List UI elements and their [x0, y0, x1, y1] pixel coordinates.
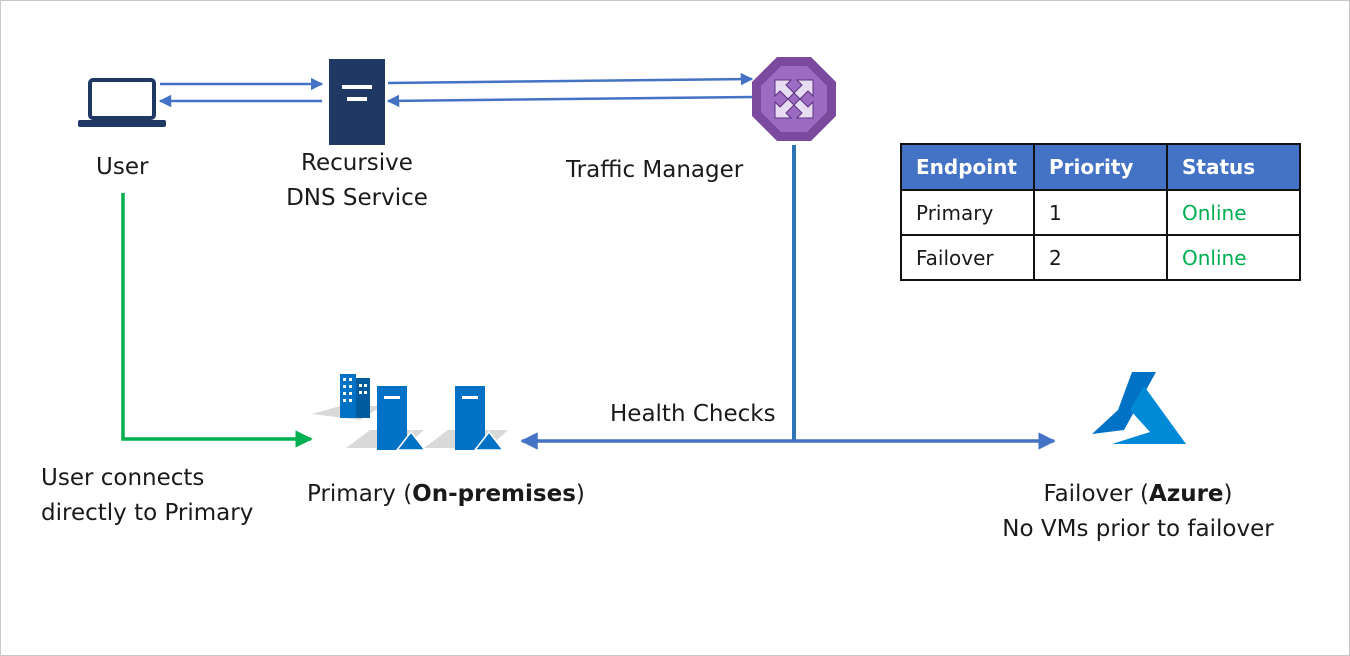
- dns-label-line2: DNS Service: [286, 185, 428, 211]
- priority-cell: 1: [1033, 189, 1168, 236]
- primary-label-prefix: Primary (: [307, 481, 413, 507]
- header-endpoint: Endpoint: [900, 143, 1035, 191]
- failover-note: No VMs prior to failover: [1002, 516, 1274, 542]
- dns-label: Recursive DNS Service: [280, 146, 434, 216]
- status-cell: Online: [1166, 189, 1301, 236]
- header-status: Status: [1166, 143, 1301, 191]
- priority-cell: 2: [1033, 234, 1168, 281]
- table-row: Failover 2 Online: [900, 234, 1301, 281]
- traffic-manager-icon: [752, 57, 836, 141]
- server-icon: [329, 59, 385, 145]
- user-to-primary-path: [121, 193, 313, 448]
- header-priority: Priority: [1033, 143, 1168, 191]
- tm-to-dns-arrow: [386, 94, 753, 108]
- traffic-manager-label: Traffic Manager: [566, 157, 744, 183]
- primary-label-suffix: ): [575, 481, 585, 507]
- table-row: Primary 1 Online: [900, 189, 1301, 236]
- laptop-icon: [78, 78, 166, 127]
- status-cell: Online: [1166, 234, 1301, 281]
- user-connects-line1: User connects: [41, 465, 205, 491]
- endpoint-table: Endpoint Priority Status Primary 1 Onlin…: [900, 143, 1301, 281]
- table-header-row: Endpoint Priority Status: [900, 143, 1301, 191]
- failover-label-prefix: Failover (: [1043, 481, 1150, 507]
- failover-label-suffix: ): [1223, 481, 1233, 507]
- user-connects-line2: directly to Primary: [41, 500, 254, 526]
- primary-label-bold: On-premises: [412, 481, 576, 507]
- health-checks-label: Health Checks: [610, 401, 776, 427]
- dns-to-tm-arrow: [387, 72, 754, 86]
- user-connects-label: User connects directly to Primary: [41, 461, 253, 531]
- failover-label-line1: Failover (Azure): [990, 477, 1286, 512]
- endpoint-cell: Primary: [900, 189, 1035, 236]
- user-label: User: [96, 154, 149, 180]
- failover-label-bold: Azure: [1149, 481, 1224, 507]
- dns-label-line1: Recursive: [301, 150, 413, 176]
- primary-label: Primary (On-premises): [307, 477, 585, 512]
- failover-label: Failover (Azure) No VMs prior to failove…: [990, 477, 1286, 547]
- azure-logo-icon: [1092, 372, 1186, 444]
- on-premises-server-icon: [377, 386, 505, 451]
- endpoint-cell: Failover: [900, 234, 1035, 281]
